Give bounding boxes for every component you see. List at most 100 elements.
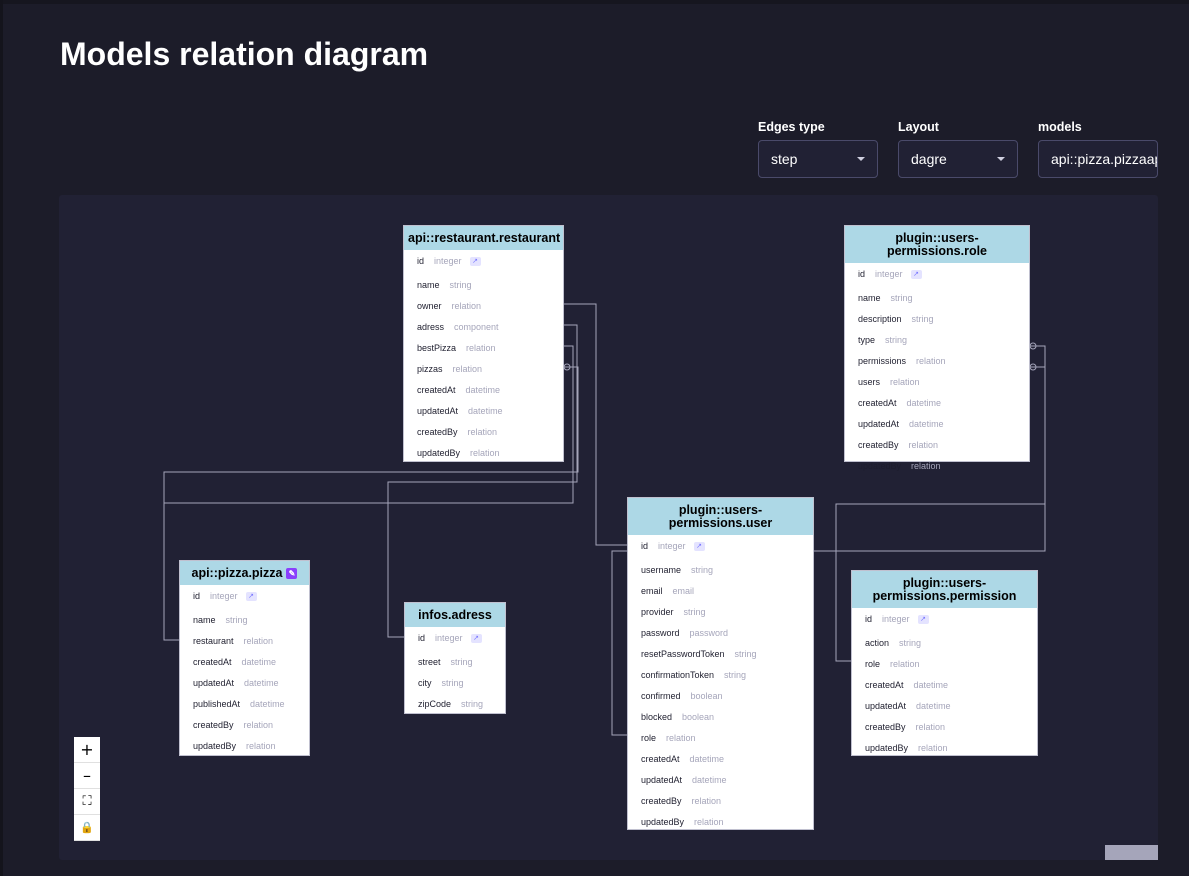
field-name: name [193,615,216,625]
field-name: id [865,614,873,624]
field-row: createdBy relation [628,791,813,812]
field-type: relation [243,636,274,646]
field-name: id [641,541,649,551]
fit-view-button[interactable]: ⛶ [74,789,100,815]
page-title: Models relation diagram [60,36,429,72]
field-type: relation [243,720,274,730]
field-type: string [461,699,484,709]
zoom-in-button[interactable]: + [74,737,100,763]
node-title: plugin::users-permissions.user [628,498,813,535]
field-name: restaurant [193,636,234,646]
field-name: createdAt [865,680,904,690]
relation-edges [163,303,1046,736]
field-row: users relation [845,372,1029,393]
chevron-down-icon [997,157,1005,161]
field-type: string [449,280,472,290]
field-name: permissions [858,356,907,366]
field-name: blocked [641,712,673,722]
field-name: updatedAt [858,419,900,429]
field-type: relation [451,301,482,311]
field-name: name [858,293,881,303]
layout-label: Layout [898,120,939,134]
field-row: blocked boolean [628,707,813,728]
field-name: confirmationToken [641,670,715,680]
field-name: confirmed [641,691,681,701]
field-name: updatedBy [865,743,909,753]
field-type: boolean [682,712,715,722]
field-type: datetime [906,398,942,408]
node-title: plugin::users-permissions.permission [852,571,1037,608]
zoom-out-button[interactable]: – [74,763,100,789]
key-icon: ↗ [693,542,705,552]
pin-icon[interactable]: ✎ [286,568,298,579]
chevron-down-icon [857,157,865,161]
field-row: owner relation [404,296,563,317]
field-type: datetime [465,385,501,395]
edge-marker [1029,342,1037,350]
field-name: bestPizza [417,343,457,353]
field-type: relation [916,356,946,366]
field-name: type [858,335,876,345]
edges-type-select[interactable]: step [758,140,878,178]
field-type: string [724,670,747,680]
field-type: datetime [689,754,725,764]
models-select[interactable]: api::pizza.pizzaapi::restaurant.restaura… [1038,140,1158,178]
key-icon: ↗ [470,634,482,644]
field-type: integer [875,269,903,279]
edge-restaurant-bestpizza-to-pizza [163,345,574,641]
layout-select[interactable]: dagre [898,140,1018,178]
horizontal-scrollbar[interactable] [1105,845,1158,860]
field-name: users [858,377,881,387]
field-type: string [734,649,757,659]
edge-user-role-to-role [611,366,1046,736]
field-type: datetime [916,701,951,711]
field-type: relation [890,659,920,669]
field-name: id [418,633,426,643]
field-type: relation [694,817,724,827]
field-name: updatedAt [417,406,459,416]
field-type: datetime [241,657,277,667]
field-name: createdBy [641,796,682,806]
lock-button[interactable]: 🔒 [74,815,100,841]
key-icon: ↗ [917,615,929,625]
field-name: username [641,565,682,575]
field-name: email [641,586,663,596]
field-type: relation [246,741,276,751]
edges-type-label: Edges type [758,120,825,134]
field-name: publishedAt [193,699,241,709]
field-type: relation [691,796,722,806]
field-name: createdAt [417,385,456,395]
field-type: relation [890,377,920,387]
field-row: restaurant relation [180,631,309,652]
field-row: permissions relation [845,351,1029,372]
field-name: owner [417,301,442,311]
field-type: datetime [250,699,285,709]
field-type: boolean [690,691,723,701]
